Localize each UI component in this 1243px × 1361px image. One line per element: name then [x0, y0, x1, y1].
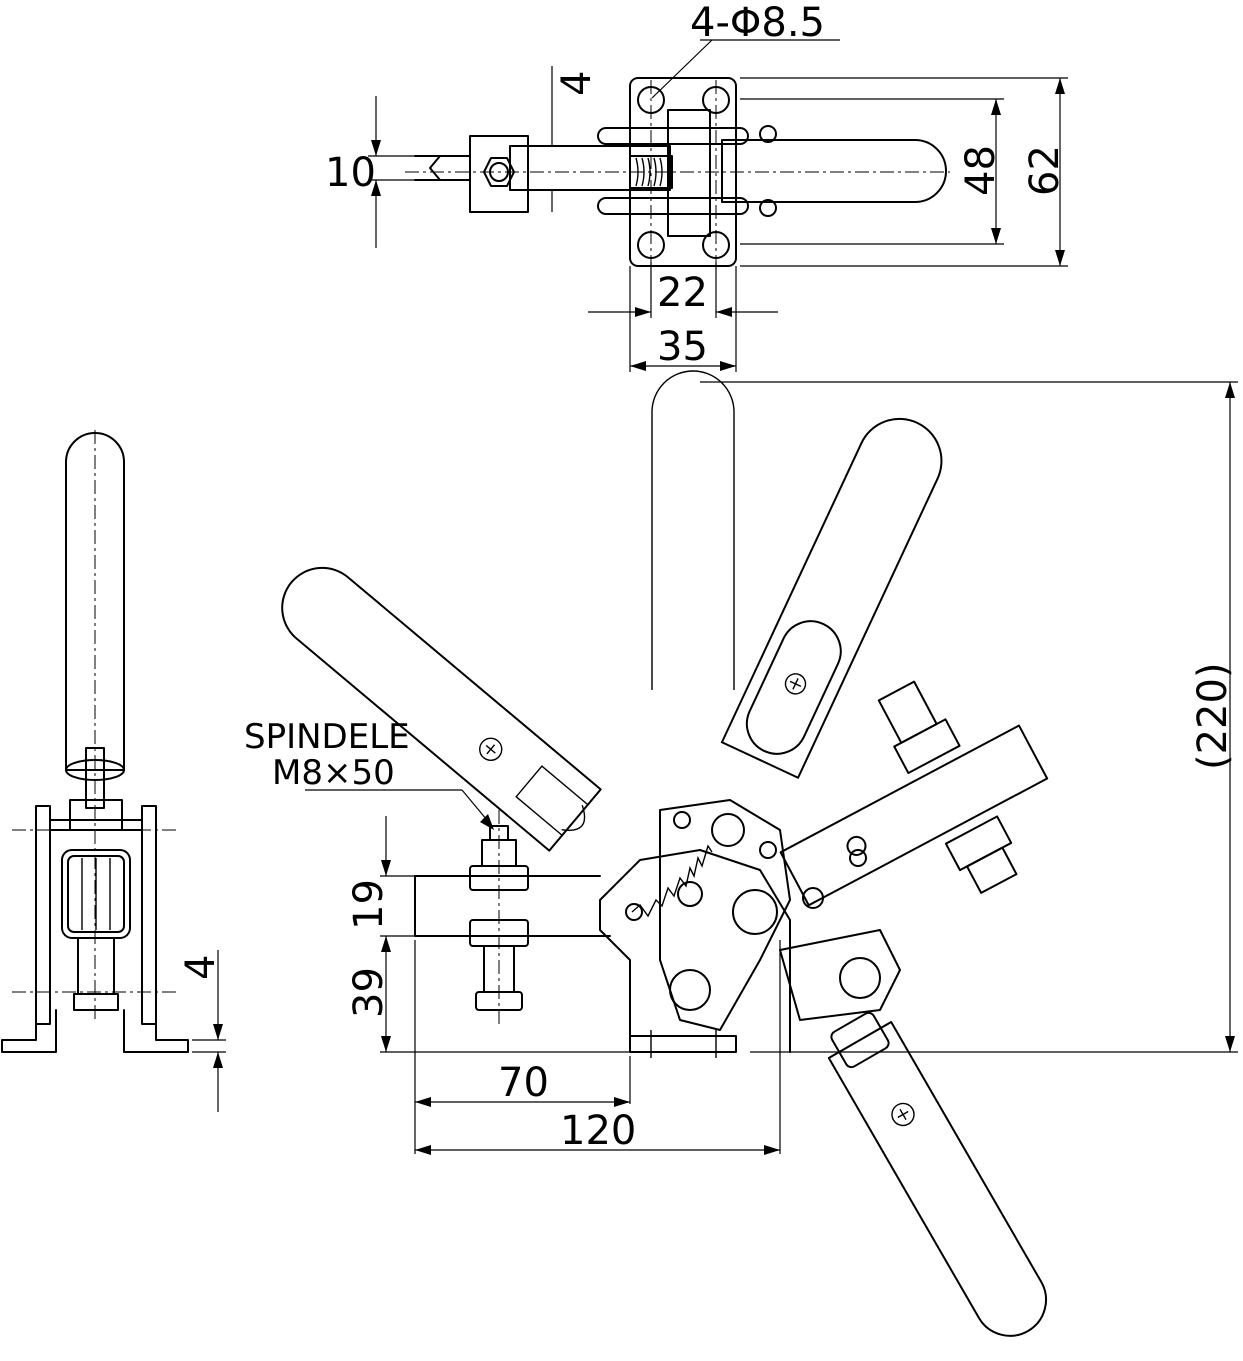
front-view: SPINDELE M8×50 19 39 (220) 70 — [244, 370, 1238, 1337]
inner-width-dimension: 48 — [958, 145, 1004, 196]
pivot-bottom — [669, 969, 711, 1011]
lower-link — [779, 929, 901, 1021]
total-height-dimension: (220) — [1190, 662, 1236, 770]
overall-width-dimension: 62 — [1022, 145, 1068, 196]
end-handle — [65, 432, 125, 771]
overall-length-dimension: 120 — [560, 1108, 636, 1154]
horizontal-arm — [414, 875, 611, 937]
top-hinge-block — [667, 109, 711, 237]
handle-lower-position — [827, 1011, 1047, 1337]
handle-upper-left-position — [281, 566, 602, 852]
top-view: 4-Φ8.5 4 10 48 62 22 — [325, 0, 1068, 372]
spindle-width-dimension: 10 — [325, 150, 376, 196]
end-foot-right — [123, 1009, 189, 1053]
bolt-spacing-dimension: 22 — [657, 270, 708, 316]
top-link-upper — [597, 127, 749, 145]
pivot-center — [732, 889, 778, 935]
spring — [631, 844, 713, 918]
base-length-dimension: 70 — [498, 1060, 549, 1106]
end-frame-right — [141, 805, 157, 1025]
base-width-dimension: 35 — [657, 324, 708, 370]
base-height-dimension: 39 — [346, 967, 392, 1018]
end-frame-left — [35, 805, 51, 1025]
spindle-label-line2: M8×50 — [272, 753, 395, 793]
spindle-block — [469, 135, 529, 213]
link-plate — [659, 799, 791, 1031]
pivot-top — [711, 813, 745, 847]
spindle-tip — [414, 155, 441, 181]
holes-dimension: 4-Φ8.5 — [690, 0, 825, 46]
handle-vertical-position — [651, 370, 735, 690]
handle-closed-position — [720, 417, 943, 779]
spindle-label-line1: SPINDELE — [244, 717, 410, 757]
top-link-lower — [597, 197, 749, 215]
top-arm — [509, 145, 671, 191]
base-thickness-dimension: 4 — [178, 955, 224, 980]
end-view: 4 — [1, 430, 226, 1112]
top-handle — [721, 139, 947, 203]
end-foot-left — [1, 1009, 57, 1053]
top-offset-dimension: 4 — [554, 71, 600, 96]
clamp-body — [599, 849, 791, 1053]
arm-raised-position — [779, 680, 1049, 907]
spindle-height-dimension: 19 — [346, 879, 392, 930]
